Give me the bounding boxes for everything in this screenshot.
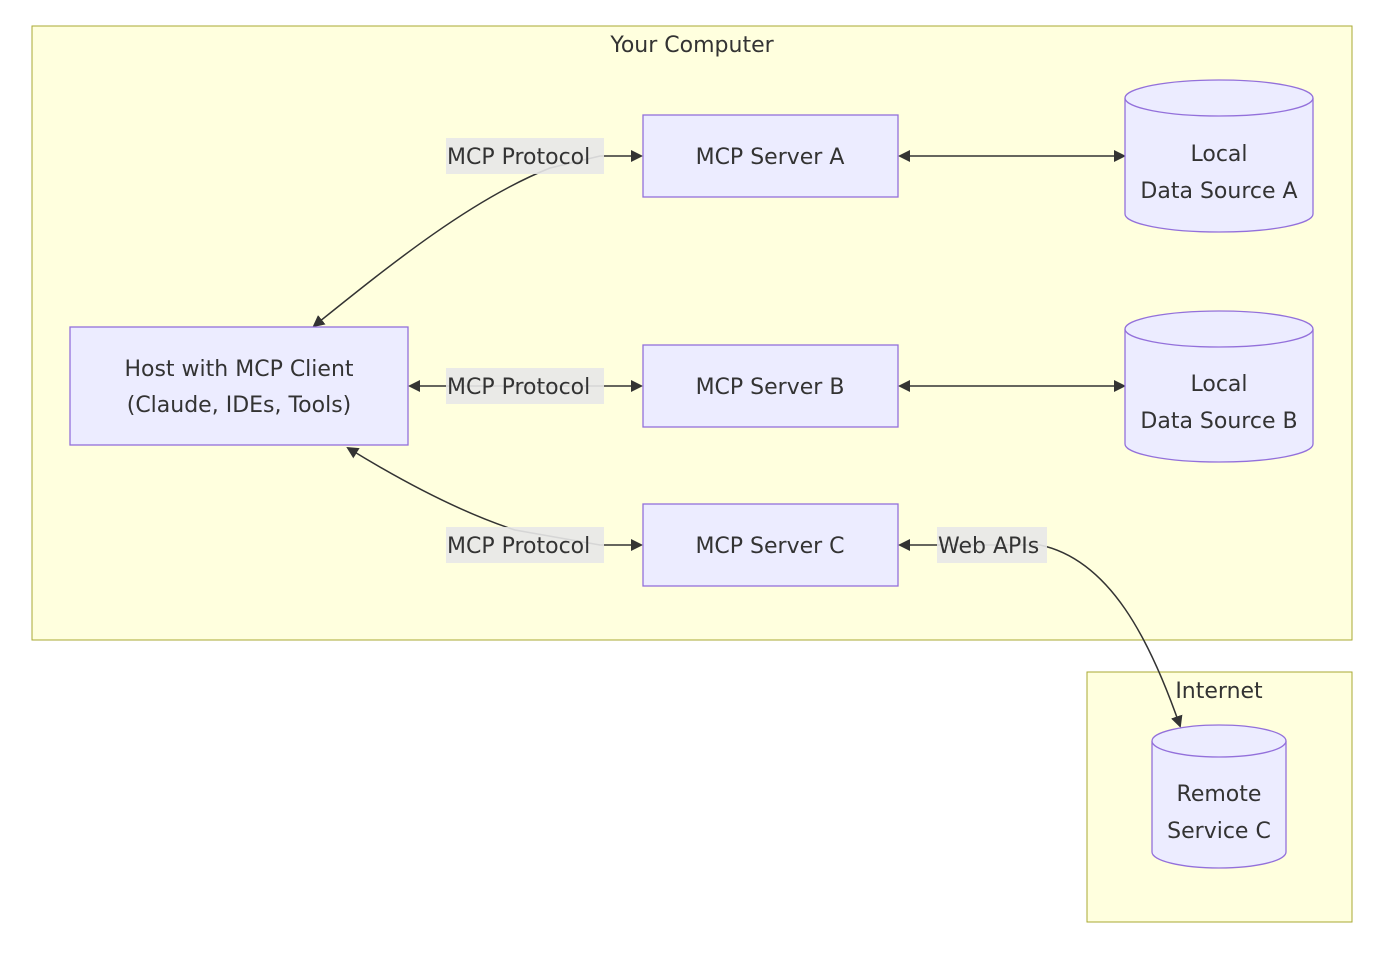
svg-text:Data Source A: Data Source A — [1140, 179, 1297, 204]
node-host-mcp-client: Host with MCP Client (Claude, IDEs, Tool… — [69, 326, 409, 446]
svg-text:Remote: Remote — [1177, 782, 1262, 807]
svg-text:Data Source B: Data Source B — [1140, 409, 1297, 434]
svg-text:MCP Protocol: MCP Protocol — [447, 375, 590, 400]
svg-text:MCP Protocol: MCP Protocol — [447, 534, 590, 559]
cluster-your-computer-title: Your Computer — [609, 33, 774, 58]
edge-label-host-b: MCP Protocol — [446, 368, 604, 404]
node-mcp-server-b: MCP Server B — [642, 344, 899, 428]
edge-label-host-c: MCP Protocol — [446, 527, 604, 563]
edge-server-c-remote — [898, 539, 1183, 728]
node-local-data-source-a: Local Data Source A — [1124, 79, 1314, 233]
node-mcp-server-c: MCP Server C — [642, 503, 899, 587]
node-mcp-server-a: MCP Server A — [642, 114, 899, 198]
edge-label-host-a: MCP Protocol — [446, 138, 604, 174]
svg-text:Service C: Service C — [1167, 819, 1271, 844]
svg-text:MCP Protocol: MCP Protocol — [447, 145, 590, 170]
node-local-data-source-b: Local Data Source B — [1124, 310, 1314, 463]
svg-text:Host with MCP Client: Host with MCP Client — [124, 357, 353, 382]
svg-text:Local: Local — [1190, 372, 1247, 397]
cluster-internet-title: Internet — [1175, 679, 1263, 704]
svg-text:MCP Server A: MCP Server A — [696, 145, 845, 170]
svg-text:Local: Local — [1190, 142, 1247, 167]
svg-text:Web APIs: Web APIs — [938, 534, 1039, 559]
svg-text:MCP Server C: MCP Server C — [695, 534, 844, 559]
svg-text:MCP Server B: MCP Server B — [696, 375, 845, 400]
svg-text:(Claude, IDEs, Tools): (Claude, IDEs, Tools) — [127, 393, 352, 418]
edge-label-web-apis: Web APIs — [937, 527, 1047, 563]
node-remote-service-c: Remote Service C — [1151, 724, 1287, 869]
